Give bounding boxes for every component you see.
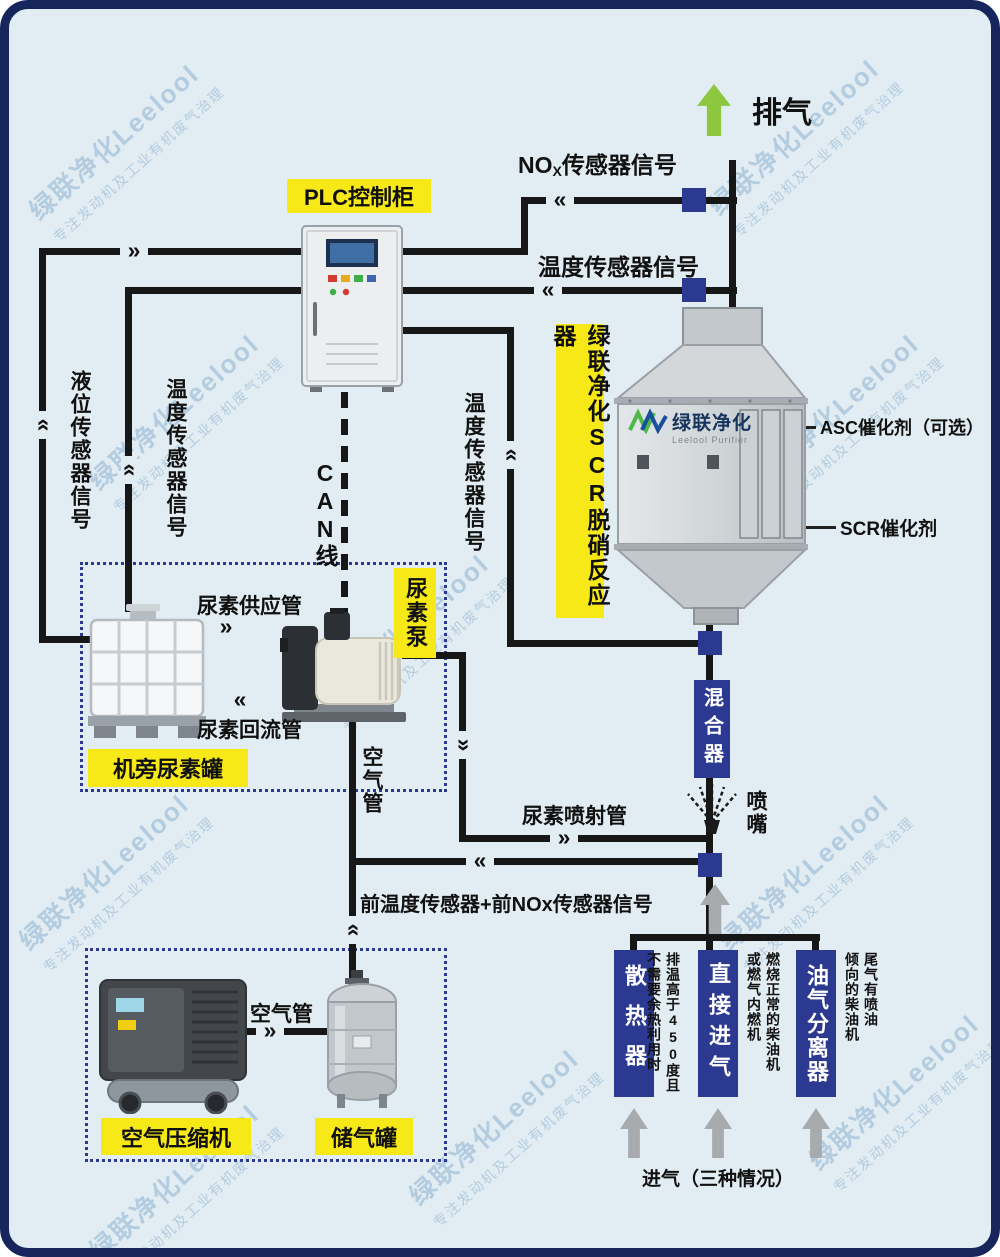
nox-subscript: X: [552, 163, 562, 179]
separator-condition-text: 尾气有喷油 倾向的柴油机: [844, 952, 879, 1042]
temp-signal-line-top: [402, 287, 737, 294]
temp-left-signal-label: 温度传感器信号: [164, 378, 187, 539]
injection-line-h2: [459, 835, 709, 842]
reactor-label: 绿联净化SCR脱硝反应器: [550, 324, 610, 618]
temp-mid-line-v: [507, 327, 514, 647]
radiator-condition-text: 排温高于450度且 不需要余热利用时: [646, 952, 681, 1093]
exhaust-label: 排气: [752, 97, 812, 130]
supply-pipe-label: 尿素供应管: [197, 595, 302, 618]
level-signal-label: 液位传感器信号: [68, 370, 91, 531]
temp-left-line-h: [128, 287, 305, 294]
intake-option-direct: 直接进气: [698, 950, 738, 1097]
flow-arrow-up-icon: »: [496, 441, 522, 469]
flow-arrow-left-icon: «: [226, 688, 254, 711]
front-sensor-connector: [698, 853, 722, 877]
level-signal-line-v: [39, 248, 46, 643]
watermark: 绿联净化Leelool 专注发动机及工业有机废气治理: [23, 58, 228, 246]
urea-station-outline: [80, 562, 447, 792]
nox-signal-line-h: [521, 197, 737, 204]
temp-mid-line-h2: [507, 640, 709, 647]
intake-stub-left: [630, 934, 637, 952]
air-pipe-vertical-label: 空气管: [360, 746, 383, 815]
nox-suffix: 传感器信号: [561, 152, 677, 178]
flow-arrow-up-icon: »: [28, 411, 54, 439]
reactor-logo-cn: 绿联净化: [672, 413, 753, 434]
air-tank-label: 储气罐: [315, 1118, 413, 1155]
flow-arrow-right-icon: »: [120, 239, 148, 262]
scr-reactor-graphic: [614, 307, 808, 625]
flow-arrow-up-icon: »: [114, 456, 140, 484]
level-signal-line-to-tank: [39, 636, 97, 643]
leelool-logo-icon: [628, 408, 668, 434]
nox-sensor-connector: [682, 188, 706, 212]
can-bus-line: [341, 392, 348, 614]
nozzle-spray-icon: [687, 784, 737, 834]
nox-signal-line-v: [521, 197, 528, 255]
nox-signal-line-to-plc: [402, 248, 528, 255]
scr-catalyst-label: SCR催化剂: [840, 519, 938, 540]
intake-manifold: [630, 934, 820, 941]
return-pipe-label: 尿素回流管: [197, 719, 302, 742]
flow-arrow-left-icon: «: [466, 849, 494, 872]
intake-option-radiator: 散热器: [614, 950, 654, 1097]
urea-station-label: 机旁尿素罐: [88, 749, 248, 787]
air-line-h: [243, 1028, 330, 1035]
flow-arrow-up-icon: »: [338, 916, 364, 944]
urea-pump-graphic: [280, 608, 406, 722]
flow-arrow-right-icon: »: [550, 826, 578, 849]
flow-arrow-down-icon: »: [452, 731, 478, 759]
front-sensor-line: [352, 858, 712, 865]
flow-arrow-right-icon: »: [256, 1019, 284, 1042]
plc-label: PLC控制柜: [287, 179, 431, 213]
can-line-label: CAN线: [312, 460, 338, 569]
nozzle-label: 喷嘴: [744, 790, 767, 836]
exhaust-pipe: [729, 160, 736, 316]
temp-sensor-connector: [682, 278, 706, 302]
outlet-temp-sensor-connector: [698, 631, 722, 655]
injection-pipe-label: 尿素喷射管: [522, 805, 627, 828]
temp-left-line-v: [125, 287, 132, 612]
flow-arrow-left-icon: «: [546, 188, 574, 211]
direct-intake-condition-text: 燃烧正常的柴油机 或燃气内燃机: [746, 952, 781, 1072]
urea-tank-graphic: [88, 604, 206, 738]
compressor-label: 空气压缩机: [101, 1118, 251, 1155]
air-compressor-graphic: [99, 979, 247, 1114]
air-tank-graphic: [327, 970, 397, 1108]
scr-leader-line: [800, 526, 836, 529]
level-signal-line-h: [42, 248, 305, 255]
air-line-v: [349, 722, 356, 985]
intake-arrow-direct-icon: [704, 1108, 732, 1158]
front-sensor-label: 前温度传感器+前NOx传感器信号: [360, 894, 653, 916]
intake-stub-right: [812, 934, 819, 952]
intake-flow-arrow-icon: [700, 884, 730, 934]
compressor-station-outline: [85, 948, 447, 1162]
mixer-label: 混合器: [694, 680, 730, 778]
exhaust-up-arrow-icon: [697, 84, 731, 136]
asc-catalyst-label: ASC催化剂（可选）: [820, 418, 985, 438]
flow-arrow-right-icon: »: [212, 615, 240, 638]
temp-mid-line-h1: [402, 327, 514, 334]
nox-prefix: NO: [518, 152, 553, 178]
temp-signal-top-label: 温度传感器信号: [538, 254, 699, 280]
plc-cabinet-graphic: [301, 225, 403, 392]
reactor-logo-en: Leelool Purifier: [672, 435, 749, 445]
urea-pump-label: 尿素泵: [394, 568, 436, 658]
temp-mid-signal-label: 温度传感器信号: [462, 392, 485, 553]
reactor-logo: 绿联净化 Leelool Purifier: [628, 408, 753, 452]
intake-arrow-radiator-icon: [620, 1108, 648, 1158]
air-pipe-horizontal-label: 空气管: [250, 1003, 313, 1026]
reactor-outlet-pipe: [706, 622, 713, 952]
intake-arrow-separator-icon: [802, 1108, 830, 1158]
intake-option-separator: 油气分离器: [796, 950, 836, 1097]
intake-title: 进气（三种情况）: [642, 1169, 795, 1190]
flow-arrow-left-icon: «: [534, 278, 562, 301]
